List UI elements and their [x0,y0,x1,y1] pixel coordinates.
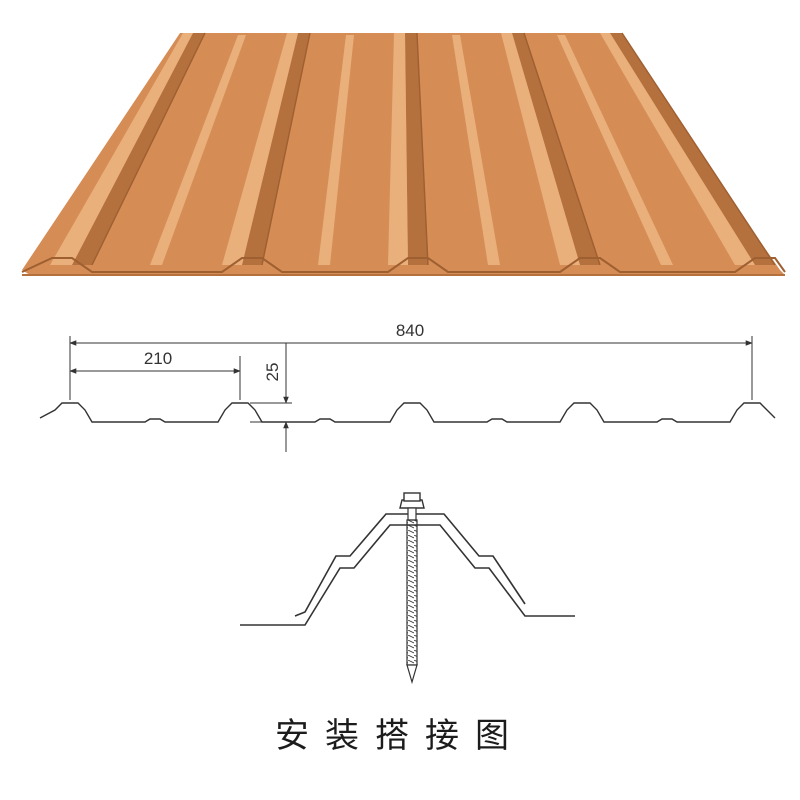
upper-sheet-profile [294,513,526,617]
dimension-lines [69,336,753,452]
rib-shadows [72,33,775,265]
self-drilling-screw-icon [399,492,425,685]
profile-section [39,402,776,423]
dim-total-width: 840 [396,321,424,340]
dim-rib-pitch: 210 [144,349,172,368]
rib-edges [91,32,776,266]
dim-rib-height: 25 [263,363,282,382]
rib-highlights [50,33,755,265]
profile-line [39,402,776,423]
sheet-front-edge [21,257,786,273]
roof-sheet-illustration [21,32,786,276]
pan-stiffeners [150,35,673,265]
caption-title: 安装搭接图 [275,716,525,756]
